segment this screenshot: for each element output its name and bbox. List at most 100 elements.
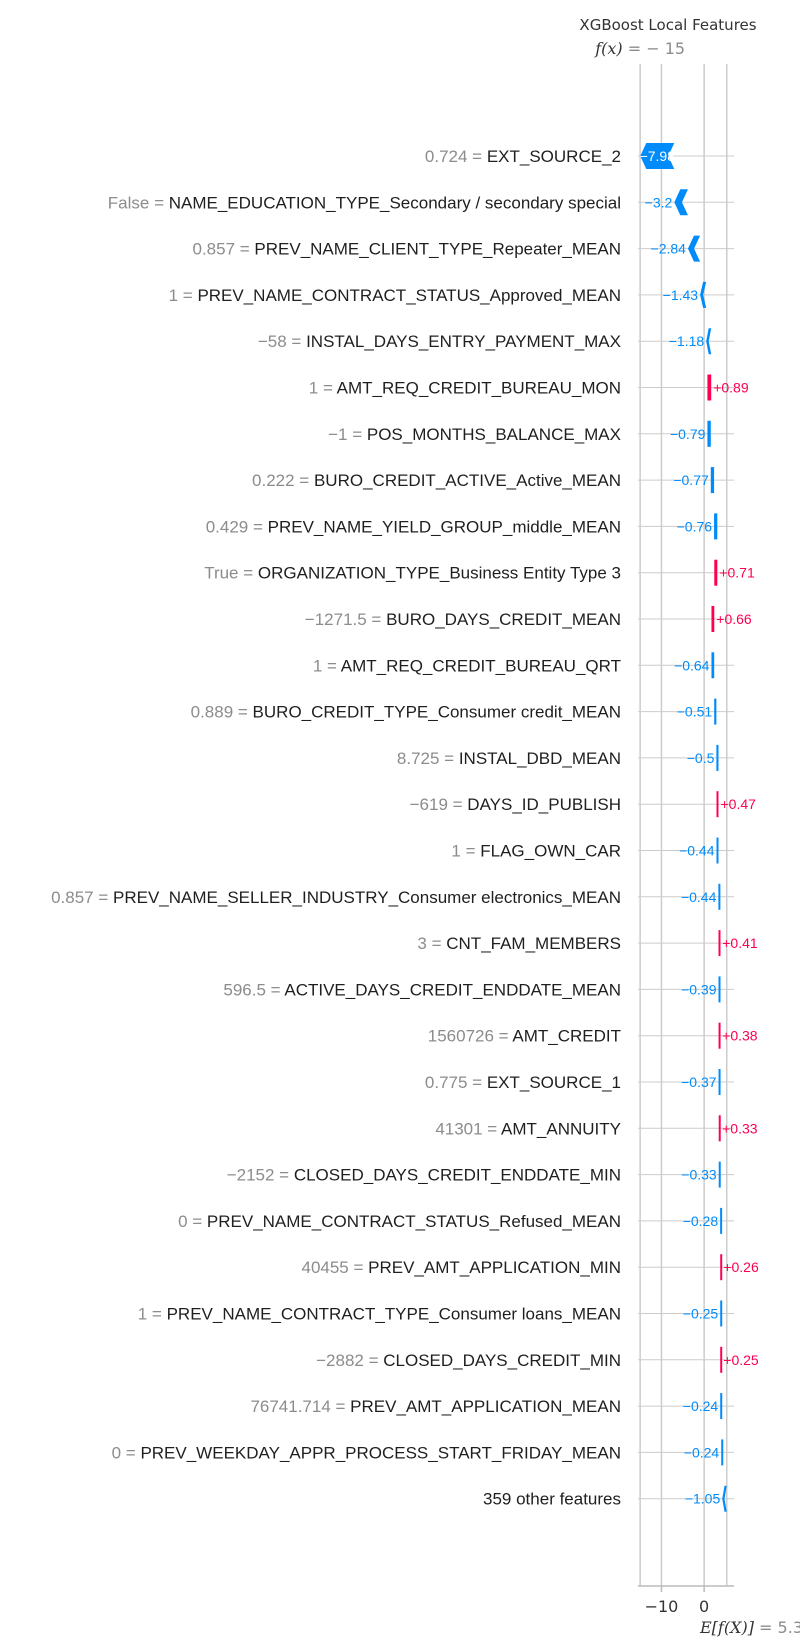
bar-value-label: −0.25 xyxy=(683,1306,719,1322)
waterfall-bar xyxy=(720,1300,723,1327)
feature-name: PREV_AMT_APPLICATION_MEAN xyxy=(350,1397,621,1416)
feature-name: CLOSED_DAYS_CREDIT_MIN xyxy=(383,1351,621,1370)
feature-value: 76741.714 = xyxy=(250,1397,350,1416)
feature-name: ORGANIZATION_TYPE_Business Entity Type 3 xyxy=(258,564,621,583)
feature-value: 1 = xyxy=(169,286,198,305)
bar-value-label: −0.44 xyxy=(679,843,715,859)
feature-label: True = ORGANIZATION_TYPE_Business Entity… xyxy=(204,564,621,583)
bar-value-label: +0.38 xyxy=(722,1028,758,1044)
bar-value-label: −0.64 xyxy=(674,657,710,673)
bar-value-label: −0.24 xyxy=(683,1398,719,1414)
feature-value: 1 = xyxy=(313,656,341,675)
feature-name: PREV_NAME_CONTRACT_TYPE_Consumer loans_M… xyxy=(167,1305,621,1324)
waterfall-bar xyxy=(718,976,721,1003)
waterfall-bar xyxy=(720,1254,723,1281)
feature-label: 41301 = AMT_ANNUITY xyxy=(435,1119,621,1138)
feature-name: FLAG_OWN_CAR xyxy=(480,842,621,861)
bar-value-label: −0.39 xyxy=(681,981,717,997)
bar-value-label: −0.76 xyxy=(677,518,713,534)
waterfall-bar xyxy=(720,1393,723,1420)
chart-title: XGBoost Local Features xyxy=(579,16,756,34)
feature-label: −2152 = CLOSED_DAYS_CREDIT_ENDDATE_MIN xyxy=(227,1166,621,1185)
feature-name: EXT_SOURCE_2 xyxy=(487,147,621,166)
feature-name: EXT_SOURCE_1 xyxy=(487,1073,621,1092)
feature-value: 1 = xyxy=(451,842,480,861)
waterfall-bar xyxy=(716,791,719,818)
waterfall-bar xyxy=(722,1485,727,1512)
waterfall-bar xyxy=(710,467,715,494)
bar-value-label: −3.2 xyxy=(645,194,673,210)
feature-label: −1 = POS_MONTHS_BALANCE_MAX xyxy=(328,425,621,444)
feature-value: −1 = xyxy=(328,425,367,444)
feature-value: 0.429 = xyxy=(206,517,268,536)
feature-label: 0.724 = EXT_SOURCE_2 xyxy=(425,147,621,166)
feature-value: True = xyxy=(204,564,258,583)
feature-value: 0.775 = xyxy=(425,1073,487,1092)
feature-value: 3 = xyxy=(417,934,446,953)
feature-label: 0.857 = PREV_NAME_CLIENT_TYPE_Repeater_M… xyxy=(192,240,621,259)
bar-value-label: +0.41 xyxy=(722,935,758,951)
feature-value: −2152 = xyxy=(227,1166,294,1185)
feature-label: −619 = DAYS_ID_PUBLISH xyxy=(410,795,621,814)
bar-value-label: +0.25 xyxy=(723,1352,759,1368)
feature-value: −1271.5 = xyxy=(305,610,386,629)
feature-value: 596.5 = xyxy=(223,980,284,999)
feature-name: PREV_NAME_YIELD_GROUP_middle_MEAN xyxy=(268,517,621,536)
waterfall-bar xyxy=(711,652,715,679)
waterfall-bar xyxy=(706,328,712,355)
feature-name: PREV_NAME_SELLER_INDUSTRY_Consumer elect… xyxy=(113,888,621,907)
waterfall-bar xyxy=(707,420,711,447)
feature-label: −58 = INSTAL_DAYS_ENTRY_PAYMENT_MAX xyxy=(258,332,621,351)
bar-value-label: −0.51 xyxy=(677,704,713,720)
feature-value: 0 = xyxy=(112,1443,141,1462)
feature-value: 1560726 = xyxy=(428,1027,513,1046)
feature-value: False = xyxy=(108,193,169,212)
feature-name: NAME_EDUCATION_TYPE_Secondary / secondar… xyxy=(169,193,621,212)
bar-value-label: −1.05 xyxy=(685,1491,721,1507)
feature-label: 0.857 = PREV_NAME_SELLER_INDUSTRY_Consum… xyxy=(51,888,621,907)
feature-name: PREV_NAME_CONTRACT_STATUS_Approved_MEAN xyxy=(197,286,621,305)
feature-label: 1 = PREV_NAME_CONTRACT_TYPE_Consumer loa… xyxy=(138,1305,621,1324)
bar-value-label: −0.33 xyxy=(681,1167,717,1183)
feature-name: INSTAL_DAYS_ENTRY_PAYMENT_MAX xyxy=(306,332,621,351)
feature-label: 1 = FLAG_OWN_CAR xyxy=(451,842,621,861)
waterfall-bar xyxy=(687,235,701,262)
feature-label: 1 = AMT_REQ_CREDIT_BUREAU_QRT xyxy=(313,656,621,675)
waterfall-bar xyxy=(640,143,675,169)
bar-value-label: +0.89 xyxy=(713,380,749,396)
feature-name: CNT_FAM_MEMBERS xyxy=(446,934,621,953)
feature-value: 41301 = xyxy=(435,1119,501,1138)
feature-label: −2882 = CLOSED_DAYS_CREDIT_MIN xyxy=(316,1351,621,1370)
feature-name: ACTIVE_DAYS_CREDIT_ENDDATE_MEAN xyxy=(284,980,621,999)
feature-name: AMT_CREDIT xyxy=(512,1027,621,1046)
waterfall-bar xyxy=(718,883,721,910)
bar-value-label: −1.43 xyxy=(663,287,699,303)
feature-label: 76741.714 = PREV_AMT_APPLICATION_MEAN xyxy=(250,1397,621,1416)
feature-label: 0.222 = BURO_CREDIT_ACTIVE_Active_MEAN xyxy=(252,471,621,490)
feature-name: AMT_ANNUITY xyxy=(501,1119,621,1138)
feature-name: AMT_REQ_CREDIT_BUREAU_QRT xyxy=(341,656,621,675)
feature-value: 1 = xyxy=(309,379,337,398)
feature-value: 0 = xyxy=(178,1212,207,1231)
feature-name: PREV_AMT_APPLICATION_MIN xyxy=(368,1258,621,1277)
feature-name: PREV_NAME_CLIENT_TYPE_Repeater_MEAN xyxy=(254,240,621,259)
bar-value-label: +0.47 xyxy=(721,796,757,812)
bar-value-label: −1.18 xyxy=(669,333,705,349)
feature-name: BURO_CREDIT_ACTIVE_Active_MEAN xyxy=(314,471,621,490)
feature-label: 596.5 = ACTIVE_DAYS_CREDIT_ENDDATE_MEAN xyxy=(223,980,621,999)
feature-value: −619 = xyxy=(410,795,468,814)
feature-name: DAYS_ID_PUBLISH xyxy=(467,795,621,814)
fx-label: f(x) = − 15 xyxy=(594,39,685,58)
waterfall-bar xyxy=(720,1346,723,1373)
waterfall-bar xyxy=(714,559,718,586)
waterfall-bar xyxy=(714,698,717,725)
bar-value-label: −0.77 xyxy=(673,472,709,488)
feature-label: −1271.5 = BURO_DAYS_CREDIT_MEAN xyxy=(305,610,621,629)
feature-value: 0.857 = xyxy=(51,888,113,907)
feature-value: −2882 = xyxy=(316,1351,383,1370)
feature-value: 0.857 = xyxy=(192,240,254,259)
waterfall-bar xyxy=(674,189,688,216)
feature-name: PREV_WEEKDAY_APPR_PROCESS_START_FRIDAY_M… xyxy=(140,1443,621,1462)
